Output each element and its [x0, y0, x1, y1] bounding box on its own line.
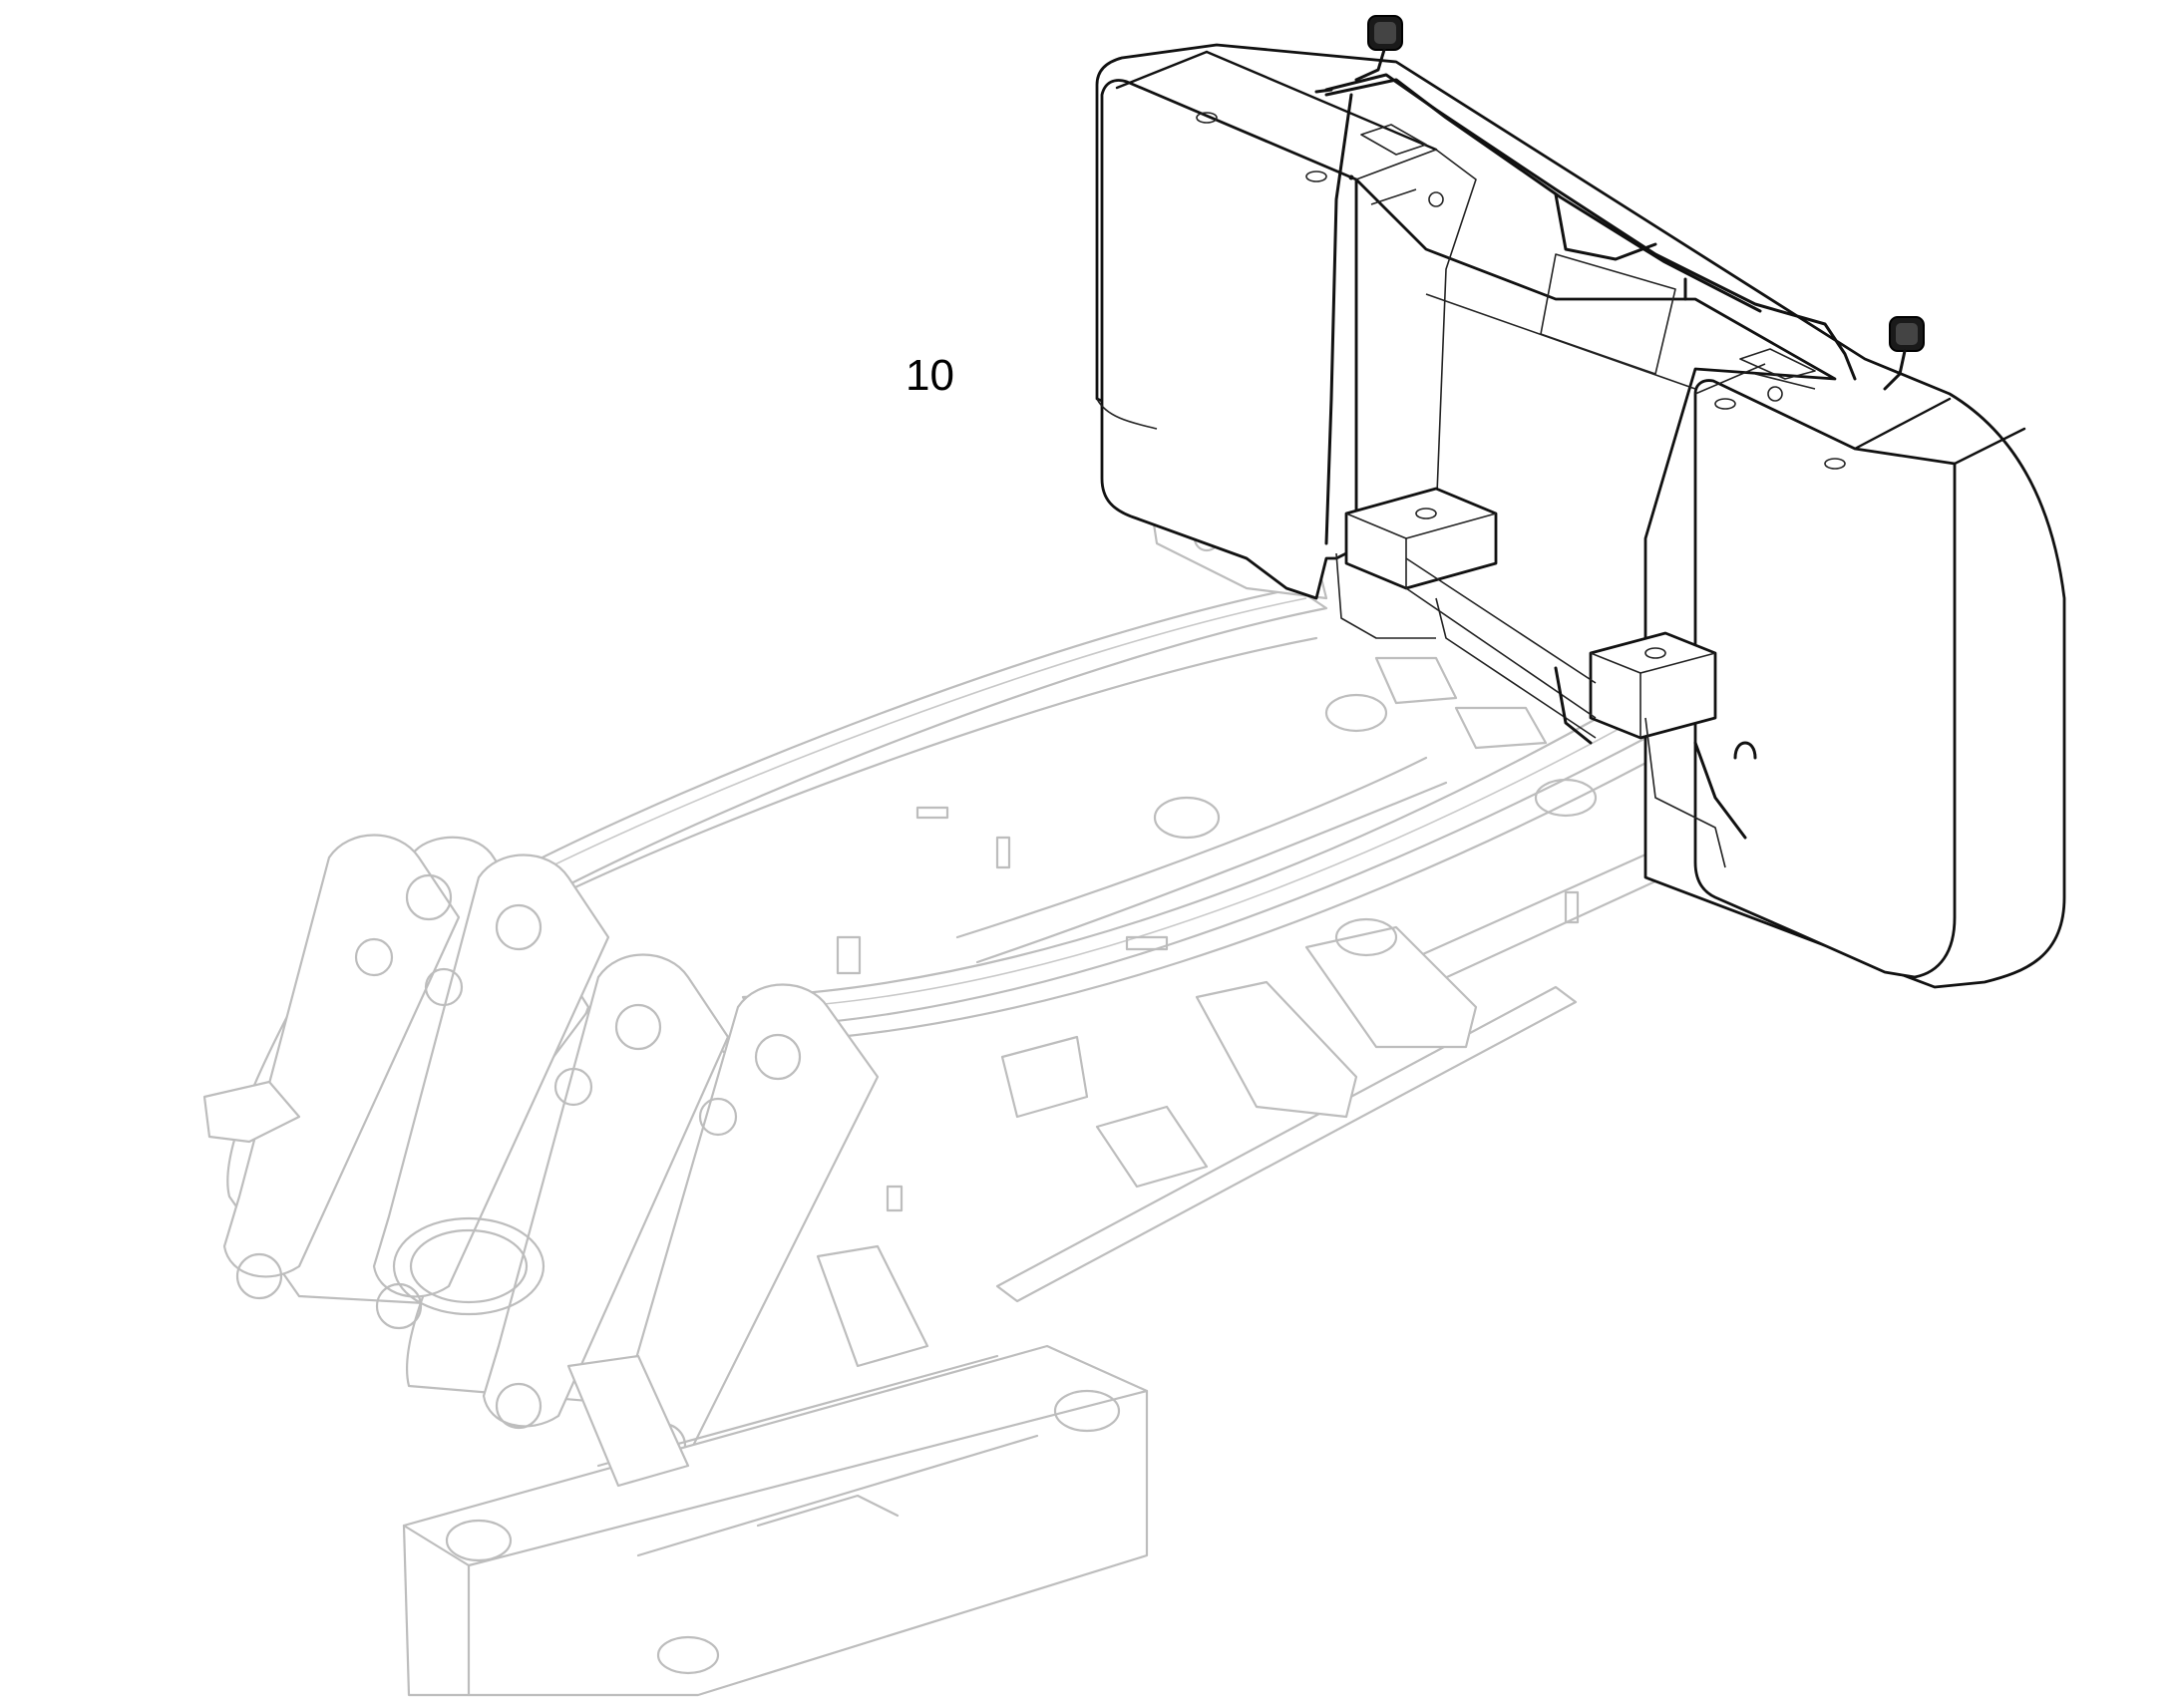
work-lamp-left	[1354, 15, 1403, 82]
counterweight	[1095, 43, 2066, 989]
wiring-harness	[1314, 73, 1857, 840]
chassis-frame	[202, 477, 1917, 1697]
callout-label-counterweight: 10	[906, 351, 954, 400]
work-lamp-right	[1883, 316, 1925, 391]
